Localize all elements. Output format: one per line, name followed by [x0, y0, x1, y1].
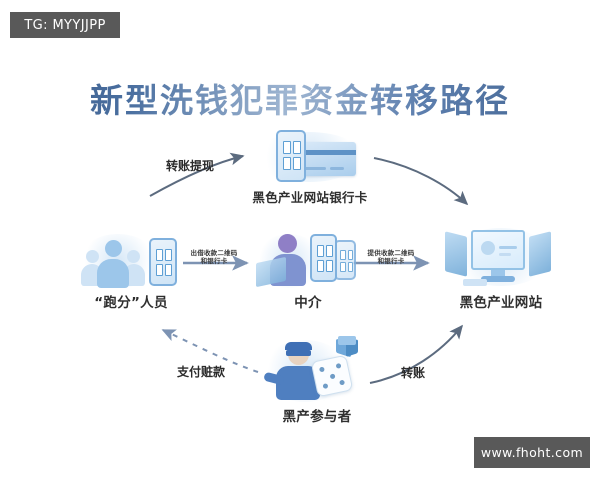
dice-icon: [310, 354, 354, 398]
credit-card-icon: [298, 142, 356, 176]
node-participant-label: 黑产参与者: [282, 409, 352, 425]
monitor-icon: [471, 230, 525, 270]
keyboard-icon: [463, 279, 487, 286]
phone-icon: [149, 238, 177, 286]
participant-illustration: [262, 336, 372, 402]
phone-icon: [276, 130, 306, 182]
node-website-label: 黑色产业网站: [459, 295, 543, 311]
edge-label-provide-qr-line1: 提供收款二维码: [367, 249, 415, 257]
cube-icon: [336, 336, 358, 358]
edge-label-lend-qr-line1: 出借收款二维码: [190, 249, 238, 257]
node-broker: 中介: [252, 230, 364, 311]
edge-label-provide-qr-line2: 和银行卡: [377, 257, 405, 266]
node-participant: 黑产参与者: [252, 336, 382, 425]
edge-label-provide-qr: 提供收款二维码 和银行卡: [355, 249, 427, 265]
edge-label-pay-dirty-money: 支付赃款: [176, 365, 225, 379]
qr-code-icon-primary: [317, 245, 333, 272]
qr-code-icon: [156, 249, 172, 276]
server-panel-left: [445, 231, 467, 277]
person-icon-front: [97, 240, 129, 288]
server-panel-right: [529, 231, 551, 277]
qr-code-icon: [283, 141, 301, 171]
node-runners-label: “跑分”人员: [94, 295, 168, 311]
runners-illustration: [79, 232, 183, 288]
bank-card-illustration: [250, 128, 370, 184]
edge-label-lend-qr-line2: 和银行卡: [200, 257, 228, 266]
watermark-top-left: TG: MYYJJPP: [10, 12, 120, 38]
mask-band: [286, 350, 311, 356]
qr-code-icon-secondary: [340, 250, 353, 272]
broker-illustration: [256, 230, 360, 288]
monitor-stand: [491, 270, 505, 276]
website-illustration: [445, 226, 557, 288]
page-title: 新型洗钱犯罪资金转移路径: [0, 74, 600, 122]
cap-icon: [285, 342, 312, 350]
arrow-card-to-website: [373, 157, 469, 206]
phone-icon-primary: [310, 234, 337, 282]
watermark-bottom-right: www.fhoht.com: [474, 437, 590, 468]
node-runners: “跑分”人员: [72, 232, 190, 311]
node-bank-card: 黑色产业网站银行卡: [240, 128, 380, 206]
node-broker-label: 中介: [294, 295, 322, 311]
edge-label-lend-qr: 出借收款二维码 和银行卡: [180, 249, 248, 265]
phone-icon-secondary: [334, 240, 356, 280]
node-website: 黑色产业网站: [438, 226, 564, 311]
edge-label-transfer: 转账: [400, 366, 425, 380]
edge-label-withdraw: 转账提现: [165, 159, 214, 173]
monitor-base: [481, 276, 515, 282]
node-bank-card-label: 黑色产业网站银行卡: [252, 190, 368, 205]
